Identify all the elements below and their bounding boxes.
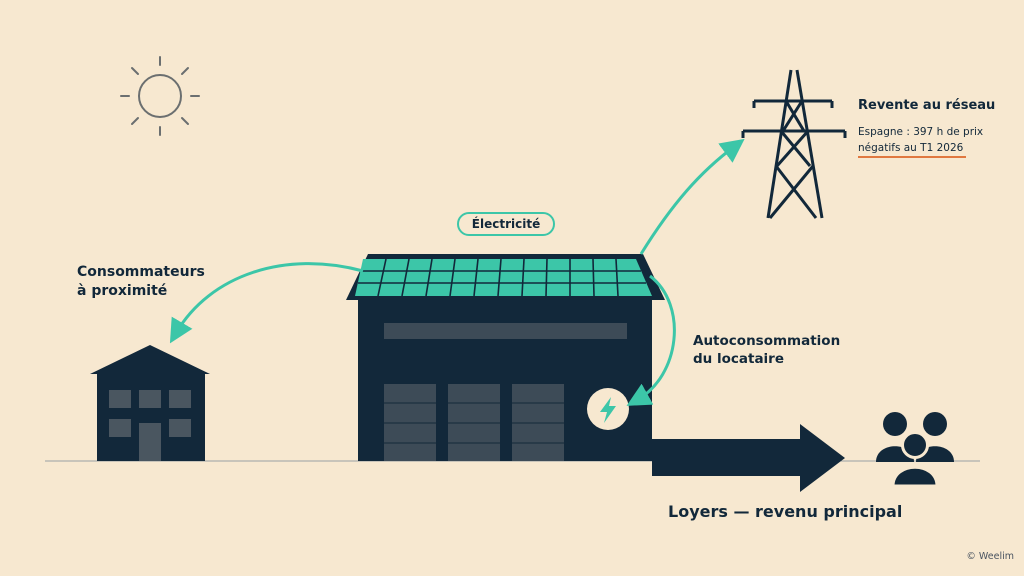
arrow-to-consumers	[169, 262, 364, 344]
nearby-consumers-label: Consommateurs à proximité	[77, 263, 205, 301]
resale-note-line2: négatifs au T1 2026	[858, 142, 964, 154]
lightning-icon	[587, 388, 629, 430]
electricity-label: Électricité	[457, 212, 555, 236]
people-group-icon	[876, 412, 954, 488]
grid-resale-note: Espagne : 397 h de prix négatifs au T1 2…	[858, 124, 983, 156]
arrow-to-self-consumption	[626, 274, 676, 406]
resale-note-line1: Espagne : 397 h de prix	[858, 126, 984, 138]
sun-icon	[120, 56, 200, 136]
consumers-line2: à proximité	[77, 283, 168, 299]
consumers-line1: Consommateurs	[77, 264, 205, 280]
rent-label: Loyers — revenu principal	[668, 502, 903, 521]
nearby-house	[90, 345, 210, 461]
resale-note-underline	[858, 156, 966, 158]
solar-panels	[355, 258, 652, 297]
rent-arrow	[652, 424, 845, 492]
self-consumption-label: Autoconsommation du locataire	[693, 332, 840, 368]
self-consumption-line1: Autoconsommation	[693, 333, 841, 349]
self-consumption-line2: du locataire	[693, 351, 784, 367]
grid-resale-title: Revente au réseau	[858, 98, 996, 113]
power-pylon-icon	[741, 69, 847, 219]
arrow-to-grid	[639, 138, 745, 255]
electricity-text: Électricité	[471, 217, 541, 231]
copyright: © Weelim	[966, 551, 1014, 562]
